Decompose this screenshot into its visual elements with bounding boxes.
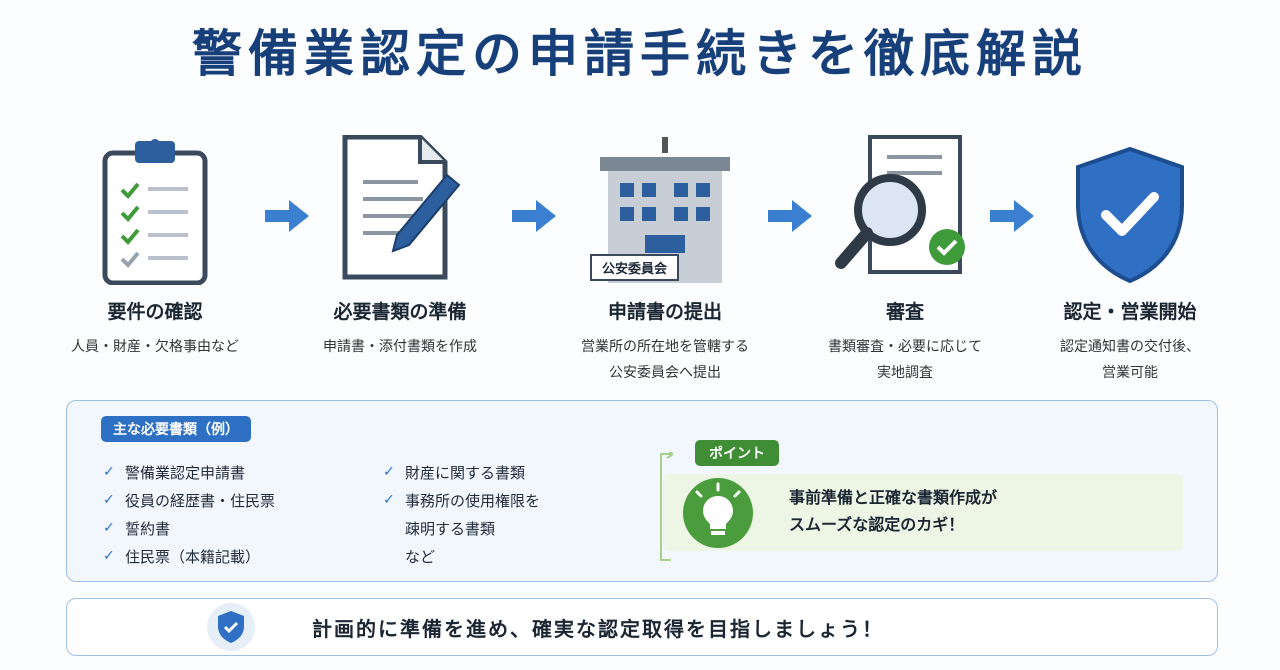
check-icon: ✓ — [103, 520, 115, 536]
footer-message: 計画的に準備を進め、確実な認定取得を目指しましょう！ — [312, 617, 884, 641]
shield-check-icon — [207, 603, 255, 651]
lightbulb-icon — [683, 478, 753, 548]
step-desc-line: 営業可能 — [1102, 365, 1158, 381]
list-item-continued: など — [405, 547, 436, 566]
step-desc: 人員・財産・欠格事由など — [71, 339, 239, 355]
docs-list-right: ✓財産に関する書類 ✓事務所の使用権限を 疎明する書類 など — [383, 458, 540, 570]
check-icon: ✓ — [383, 464, 395, 480]
page-title: 警備業認定の申請手続きを徹底解説 — [192, 25, 1088, 83]
required-docs-panel: 主な必要書類（例） ✓警備業認定申請書 ✓役員の経歴書・住民票 ✓誓約書 ✓住民… — [66, 400, 1218, 582]
bracket-line — [660, 452, 673, 561]
process-flow: 要件の確認 人員・財産・欠格事由など 必要書類の準備 申請書・添付書類を作成 — [50, 125, 1230, 395]
docs-list-left: ✓警備業認定申請書 ✓役員の経歴書・住民票 ✓誓約書 ✓住民票（本籍記載） — [103, 458, 275, 570]
check-icon: ✓ — [103, 492, 115, 508]
step-name: 必要書類の準備 — [333, 301, 467, 323]
list-item-continued: 疎明する書類 — [405, 519, 496, 538]
list-item: ✓誓約書 — [103, 519, 171, 538]
step-desc-line: 公安委員会へ提出 — [609, 365, 721, 381]
step-review: 審査 書類審査・必要に応じて 実地調査 — [800, 125, 1010, 386]
list-item: ✓事務所の使用権限を — [383, 491, 541, 510]
check-icon: ✓ — [103, 548, 115, 564]
building-sign: 公安委員会 — [590, 254, 680, 281]
arrow-right-icon — [512, 200, 556, 232]
step-requirements: 要件の確認 人員・財産・欠格事由など — [50, 125, 260, 360]
step-desc-line: 営業所の所在地を管轄する — [581, 339, 749, 355]
list-item: ✓警備業認定申請書 — [103, 463, 246, 482]
building-icon: 公安委員会 — [560, 125, 770, 285]
list-item: ✓役員の経歴書・住民票 — [103, 491, 276, 510]
step-documents: 必要書類の準備 申請書・添付書類を作成 — [295, 125, 505, 360]
shield-check-icon — [1025, 125, 1235, 285]
step-submission: 公安委員会 申請書の提出 営業所の所在地を管轄する 公安委員会へ提出 — [560, 125, 770, 386]
step-name: 審査 — [885, 301, 924, 323]
magnifier-document-icon — [800, 125, 1010, 285]
point-label: ポイント — [695, 440, 779, 466]
point-line: スムーズな認定のカギ！ — [789, 515, 965, 534]
step-name: 要件の確認 — [107, 301, 203, 323]
step-desc-line: 認定通知書の交付後、 — [1060, 339, 1200, 355]
check-icon: ✓ — [103, 464, 115, 480]
list-item: ✓住民票（本籍記載） — [103, 547, 261, 566]
step-desc-line: 書類審査・必要に応じて — [828, 339, 982, 355]
document-pen-icon — [295, 125, 505, 285]
footer-banner: 計画的に準備を進め、確実な認定取得を目指しましょう！ — [66, 598, 1218, 656]
point-line: 事前準備と正確な書類作成が — [789, 488, 998, 507]
required-docs-label: 主な必要書類（例） — [101, 416, 251, 442]
step-name: 申請書の提出 — [607, 301, 722, 323]
step-desc-line: 実地調査 — [877, 365, 933, 381]
step-approval: 認定・営業開始 認定通知書の交付後、 営業可能 — [1025, 125, 1235, 386]
step-desc: 申請書・添付書類を作成 — [323, 339, 477, 355]
clipboard-checklist-icon — [50, 125, 260, 285]
arrow-right-icon — [990, 200, 1034, 232]
check-icon: ✓ — [383, 492, 395, 508]
arrow-right-icon — [265, 200, 309, 232]
list-item: ✓財産に関する書類 — [383, 463, 526, 482]
arrow-right-icon — [768, 200, 812, 232]
step-name: 認定・営業開始 — [1063, 301, 1197, 323]
